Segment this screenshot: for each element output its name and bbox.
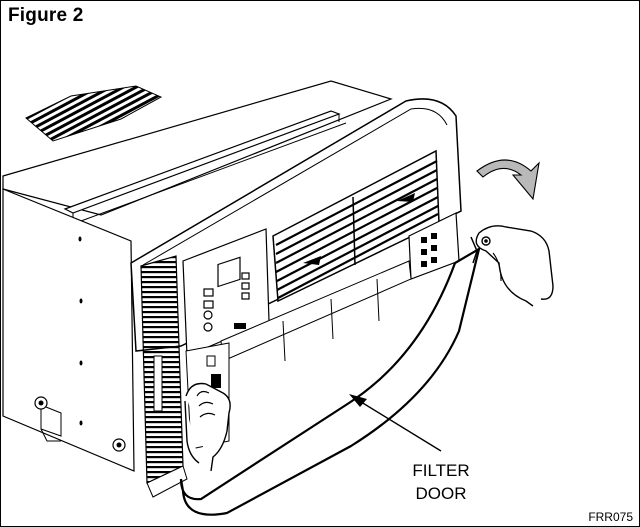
cabinet-top	[2, 80, 393, 216]
filter-door	[179, 246, 481, 516]
control-buttons	[203, 272, 250, 332]
side-screw-holes	[78, 236, 83, 426]
top-vent-slats	[25, 85, 163, 142]
door-swing-arrow	[476, 159, 540, 201]
figure-title: Figure 2	[8, 5, 84, 26]
right-hand	[475, 225, 554, 307]
cabinet-side	[2, 188, 135, 472]
left-hand	[184, 382, 231, 472]
image-code: FRR075	[588, 510, 633, 524]
callout-leader	[352, 396, 442, 452]
filter-door-label-line2: DOOR	[415, 484, 467, 503]
filter-door-label-line1: FILTER	[412, 461, 470, 480]
